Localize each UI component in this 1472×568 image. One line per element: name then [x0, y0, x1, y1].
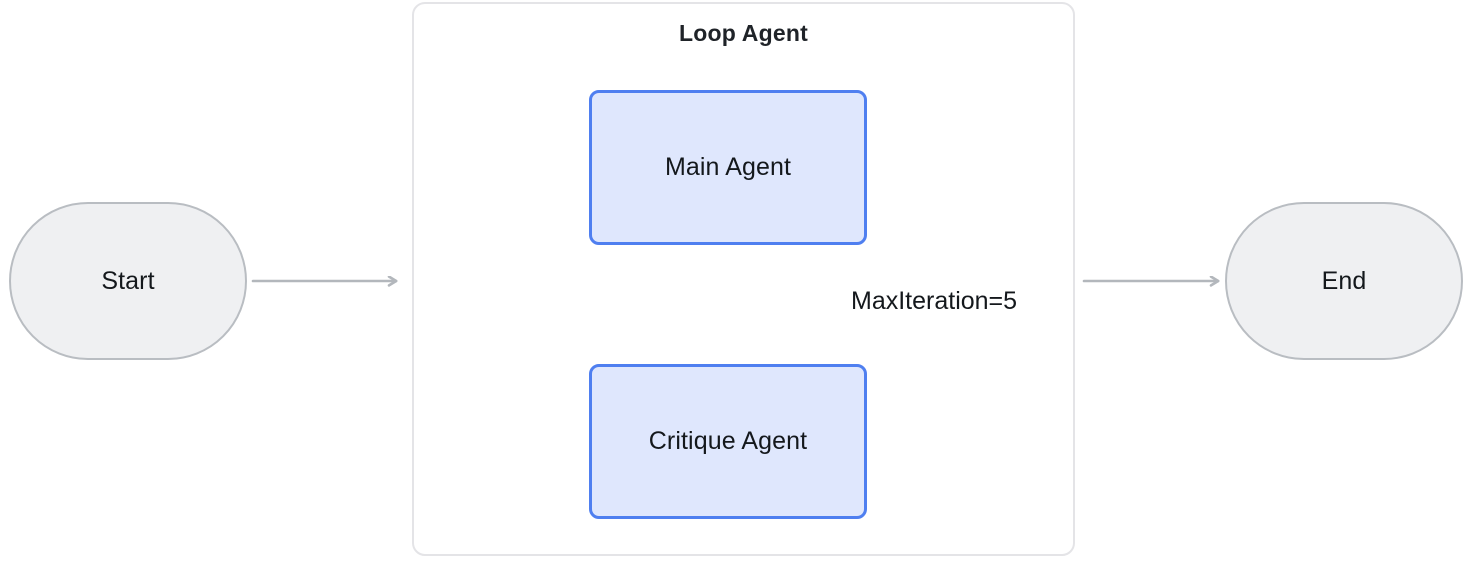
- node-end[interactable]: End: [1225, 202, 1463, 360]
- node-critique-agent-label: Critique Agent: [648, 427, 808, 455]
- node-critique-agent[interactable]: Critique Agent: [589, 364, 867, 519]
- edge-label-maxiteration: MaxIteration=5: [849, 286, 1020, 317]
- node-start[interactable]: Start: [9, 202, 247, 360]
- node-main-agent-label: Main Agent: [664, 153, 792, 181]
- node-end-label: End: [1321, 266, 1367, 295]
- loop-agent-title: Loop Agent: [679, 20, 808, 46]
- node-main-agent[interactable]: Main Agent: [589, 90, 867, 245]
- node-start-label: Start: [101, 266, 155, 295]
